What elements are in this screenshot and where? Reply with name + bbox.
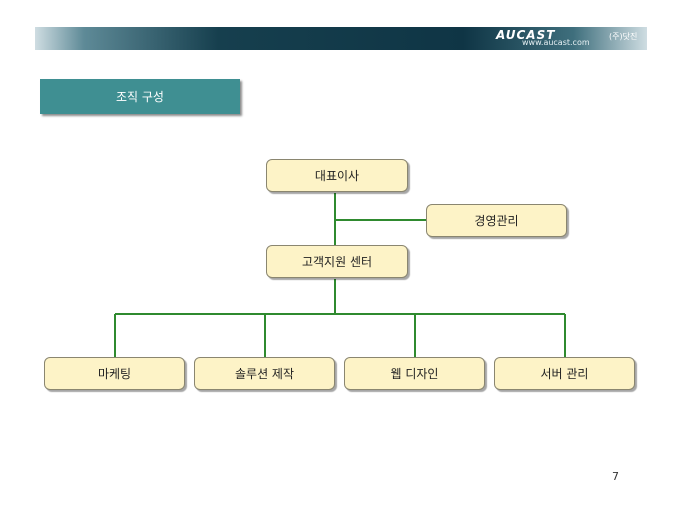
header-bar — [35, 27, 647, 50]
brand-logo: AUCAST www.aucast.com — [494, 28, 609, 48]
brand-logo-text: AUCAST — [496, 28, 556, 42]
org-box-team: 서버 관리 — [494, 357, 635, 390]
org-box-management: 경영관리 — [426, 204, 567, 237]
org-box-support: 고객지원 센터 — [266, 245, 408, 278]
org-box-team: 웹 디자인 — [344, 357, 485, 390]
org-box-team: 마케팅 — [44, 357, 185, 390]
org-box-team: 솔루션 제작 — [194, 357, 335, 390]
org-box-ceo: 대표이사 — [266, 159, 408, 192]
section-title: 조직 구성 — [40, 79, 240, 114]
page-number: 7 — [612, 470, 619, 483]
brand-url: www.aucast.com — [522, 38, 590, 47]
company-name: (주)닷진 — [609, 32, 638, 41]
